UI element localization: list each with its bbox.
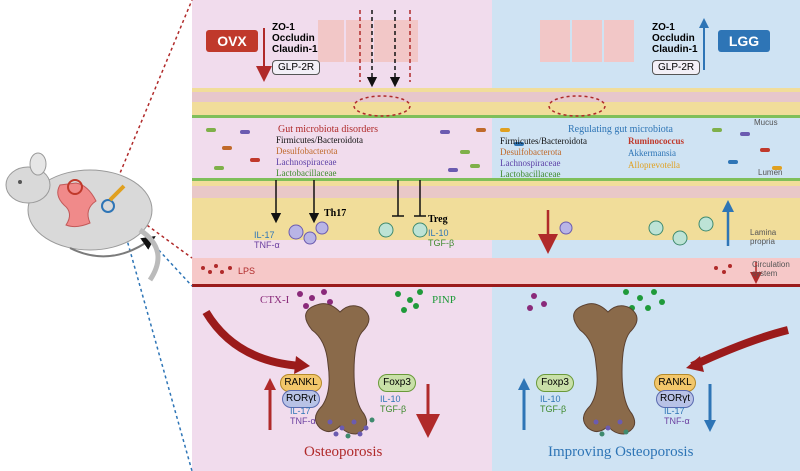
tgfb-bone-right: TGF-β: [540, 404, 567, 414]
tj-occludin-left: Occludin: [272, 33, 315, 44]
lgg-badge: LGG: [718, 30, 770, 52]
fb-ratio-right: Firmicutes/Bacteroidota: [500, 136, 587, 146]
glp2r-left: GLP-2R: [272, 60, 321, 75]
lps-label: LPS: [238, 266, 256, 276]
il10-bone-left: IL-10: [380, 394, 401, 404]
lamina-propria-label: Lamina propria: [750, 228, 777, 246]
ctx-label: CTX-I: [260, 294, 290, 306]
left-curved-arrow: [202, 309, 303, 370]
akkermansia: Akkermansia: [628, 148, 676, 158]
zoom-line-top: [117, 0, 193, 179]
ovx-badge: OVX: [206, 30, 258, 52]
tgfb-label-lp: TGF-β: [428, 238, 455, 248]
tgfb-bone-left: TGF-β: [380, 404, 407, 414]
glp2r-right: GLP-2R: [652, 60, 701, 75]
il10-label-lp: IL-10: [428, 228, 449, 238]
tight-junctions-right: ZO-1 Occludin Claudin-1: [652, 22, 698, 55]
circulation-band: [192, 258, 800, 286]
il17-label-lp: IL-17: [254, 230, 275, 240]
desulfo-left: Desulfobacterota: [276, 146, 338, 156]
epithelium-band-top: [192, 92, 800, 102]
tj-occludin-right: Occludin: [652, 33, 695, 44]
pinp-label: PINP: [432, 294, 456, 306]
roryt-left: RORγt: [282, 390, 320, 408]
th17-label: Th17: [324, 208, 347, 219]
tight-junction-right: [540, 20, 634, 62]
right-curved-arrow: [690, 326, 789, 370]
ruminococcus: Ruminococcus: [628, 136, 684, 146]
foxp3-left: Foxp3: [378, 374, 416, 392]
il10-bone-right: IL-10: [540, 394, 561, 404]
lachno-left: Lachnospiraceae: [276, 157, 337, 167]
tight-junctions-left: ZO-1 Occludin Claudin-1: [272, 22, 318, 55]
gut-microbiota-disorders-title: Gut microbiota disorders: [278, 124, 378, 135]
tj-zo1-left: ZO-1: [272, 22, 295, 33]
lumen-line: [192, 178, 800, 181]
tj-claudin-right: Claudin-1: [652, 44, 698, 55]
tnfa-bone-left: TNF-α: [290, 416, 316, 426]
circulation-label: Circulation system: [752, 260, 790, 278]
improving-osteoporosis-title: Improving Osteoporosis: [548, 444, 694, 460]
circulation-line: [192, 284, 800, 287]
il17-bone-left: IL-17: [290, 406, 311, 416]
mucus-label: Mucus: [754, 118, 778, 127]
roryt-right: RORγt: [656, 390, 694, 408]
lachno-right: Lachnospiraceae: [500, 158, 561, 168]
tj-zo1-right: ZO-1: [652, 22, 675, 33]
bacteria-left: [206, 128, 486, 172]
tight-junction-left: [318, 10, 418, 88]
immune-cells-right: [559, 216, 714, 246]
mucus-line: [192, 115, 800, 118]
alloprevotella: Alloprevotella: [628, 160, 680, 170]
tj-claudin-left: Claudin-1: [272, 44, 318, 55]
desulfo-right: Desulfobacterota: [500, 147, 562, 157]
foxp3-right: Foxp3: [536, 374, 574, 392]
bacteria-right: [500, 128, 782, 170]
tnfa-label-lp: TNF-α: [254, 240, 280, 250]
osteoporosis-title: Osteoporosis: [304, 444, 383, 460]
mouse-illustration: [5, 152, 161, 282]
fb-ratio-left: Firmicutes/Bacteroidota: [276, 135, 363, 145]
th17-cells: [288, 221, 329, 245]
lumen-label: Lumen: [758, 168, 783, 177]
treg-cells: [378, 222, 428, 238]
tnfa-bone-right: TNF-α: [664, 416, 690, 426]
lacto-right: Lactobacillaceae: [500, 169, 561, 179]
bone-right: [573, 303, 638, 435]
il17-bone-right: IL-17: [664, 406, 685, 416]
bone-left: [305, 303, 370, 435]
lacto-left: Lactobacillaceae: [276, 168, 337, 178]
treg-label: Treg: [428, 214, 448, 225]
epithelium-band-bottom: [192, 186, 800, 198]
regulating-gut-microbiota-title: Regulating gut microbiota: [568, 124, 673, 135]
